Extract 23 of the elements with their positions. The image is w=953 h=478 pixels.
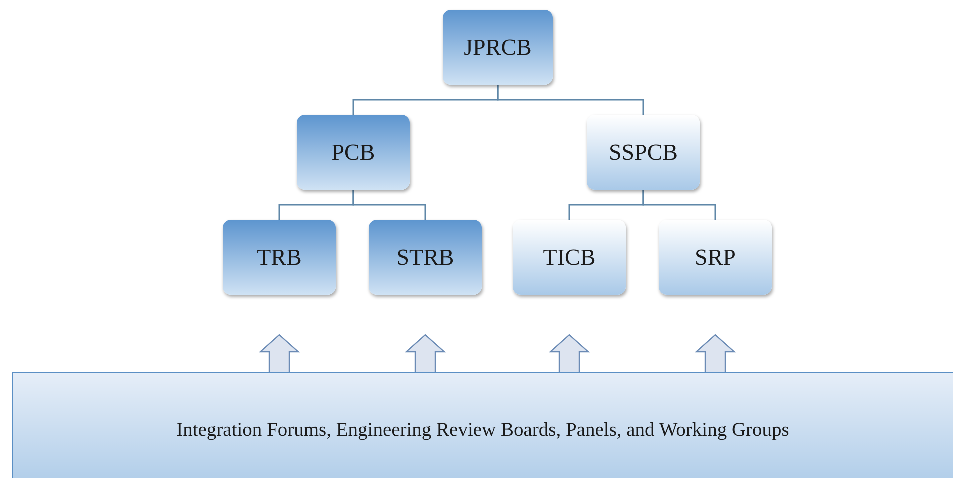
org-box	[513, 220, 626, 295]
box-label: TRB	[257, 244, 302, 270]
block-arrow	[404, 334, 446, 373]
box-label: PCB	[332, 140, 376, 166]
box-label: SSPCB	[608, 140, 678, 166]
box-label: SRP	[695, 244, 736, 270]
box-label: Integration Forums, Engineering Review Boards, Panels, and Working Groups	[176, 420, 790, 442]
connector-line	[497, 85, 644, 115]
block-arrow	[548, 334, 590, 373]
box-label: JPRCB	[464, 34, 532, 60]
org-box	[659, 220, 772, 295]
connector-line	[352, 190, 426, 220]
org-box	[369, 220, 482, 295]
box-label: TICB	[543, 244, 596, 270]
org-box	[443, 10, 553, 85]
block-arrow	[258, 334, 300, 373]
box-label: STRB	[396, 244, 454, 270]
org-box	[587, 115, 700, 190]
base-band	[12, 372, 953, 478]
block-arrow	[694, 334, 736, 373]
org-box	[297, 115, 410, 190]
org-box	[223, 220, 336, 295]
connector-line	[642, 190, 716, 220]
